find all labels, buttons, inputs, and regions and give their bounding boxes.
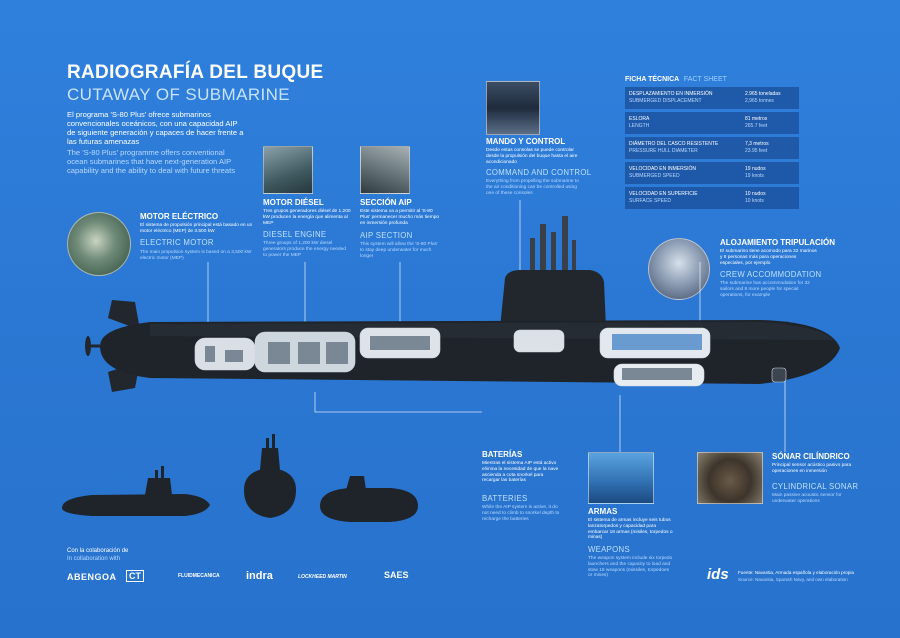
fact-value-en: 2,965 tonnes	[745, 98, 774, 104]
command-control-title: MANDO Y CONTROL	[486, 137, 566, 146]
fact-value-en: 23.95 feet	[745, 148, 768, 154]
crew-accommodation-title-en: CREW ACCOMMODATION	[720, 270, 822, 279]
page-subtitle: CUTAWAY OF SUBMARINE	[67, 85, 291, 104]
fact-label-en: SUBMERGED DISPLACEMENT	[629, 98, 702, 104]
logo-saes: SAES	[384, 570, 409, 580]
fact-value-en: 10 knots	[745, 198, 764, 204]
fact-value-es: 81 metros	[745, 116, 768, 122]
front-silhouette	[244, 468, 296, 518]
weapons-body-es: El sistema de armas incluye seis tubos l…	[588, 518, 673, 541]
command-control-title-en: COMMAND AND CONTROL	[486, 168, 592, 177]
conning-tower	[500, 270, 606, 328]
diesel-engine-title: MOTOR DIÉSEL	[263, 198, 324, 207]
command-control-body-es: Desde estas consolas se puede controlar …	[486, 148, 578, 165]
batteries-body-es: Mientras el sistema AIP está activo elim…	[482, 461, 559, 484]
batteries-title-en: BATTERIES	[482, 494, 528, 503]
fact-sheet-title-es: FICHA TÉCNICA	[625, 76, 679, 83]
command-control-body-en: Everything from propelling the submarine…	[486, 179, 579, 196]
upper-rudder	[108, 300, 140, 330]
page-title: RADIOGRAFÍA DEL BUQUE	[67, 62, 324, 83]
aip-section-body-es: Este sistema va a permitir al 'S-80 Plus…	[360, 209, 440, 226]
cylindrical-sonar-title: SÓNAR CILÍNDRICO	[772, 452, 850, 461]
fact-label-es: ESLORA	[629, 116, 650, 122]
crew-accommodation-title: ALOJAMIENTO TRIPULACIÓN	[720, 238, 835, 247]
credit-es: Fuente: Navantia, Armada española y elab…	[738, 570, 854, 575]
batteries-title: BATERÍAS	[482, 450, 523, 459]
logo-ct: CT	[126, 570, 144, 582]
weapons-title: ARMAS	[588, 507, 618, 516]
cutaway-command-control	[513, 329, 565, 353]
cylindrical-sonar-title-en: CYLINDRICAL SONAR	[772, 482, 859, 491]
fact-label-es: DIÁMETRO DEL CASCO RESISTENTE	[629, 141, 719, 147]
credit-en: Source: Navantia, Spanish Navy, and own …	[738, 577, 848, 582]
fact-value-es: 19 nudos	[745, 166, 766, 172]
fact-label-en: LENGTH	[629, 123, 650, 129]
fact-value-en: 19 knots	[745, 173, 764, 179]
logo-fluidmecanica: FLUIDMECANICA	[178, 573, 220, 579]
logo-lockheed-martin: LOCKHEED MARTIN	[298, 574, 347, 580]
aip-section-title: SECCIÓN AIP	[360, 198, 412, 207]
mast-3	[551, 232, 556, 274]
fact-label-en: PRESSURE HULL DIAMETER	[629, 148, 698, 154]
fact-value-es: 2.965 toneladas	[745, 91, 781, 97]
electric-motor-title-en: ELECTRIC MOTOR	[140, 238, 214, 247]
electric-motor-body-en: The main propulsion system is based on a…	[140, 250, 252, 261]
electric-motor-body-es: El sistema de propulsión principal está …	[140, 223, 253, 234]
aip-section-photo	[360, 146, 410, 194]
cutaway-sonar	[771, 367, 787, 383]
mast-1	[530, 238, 535, 274]
weapons-body-en: The weapon system include six torpedo la…	[588, 556, 673, 579]
side-silhouette	[62, 494, 210, 516]
collaboration-label-es: Con la colaboración de	[67, 548, 129, 554]
fact-label-en: SUBMERGED SPEED	[629, 173, 680, 179]
command-control-photo	[486, 81, 540, 135]
cylindrical-sonar-photo	[697, 452, 763, 504]
fact-label-es: VELOCIDAD EN INMERSIÓN	[629, 166, 696, 172]
cylindrical-sonar-body-es: Principal sensor acústico pasivo para op…	[772, 463, 852, 474]
weapons-photo	[588, 452, 654, 504]
fact-value-es: 10 nudos	[745, 191, 766, 197]
fact-label-es: VELOCIDAD EN SUPERFICIE	[629, 191, 698, 197]
fact-value-es: 7,3 metros	[745, 141, 769, 147]
leader-line-batteries	[314, 392, 482, 413]
fact-sheet: FICHA TÉCNICA FACT SHEET DESPLAZAMIENTO …	[625, 76, 805, 217]
mast-2	[540, 224, 546, 274]
mast-4	[562, 216, 568, 274]
batteries-body-en: While the AIP system is active, it do no…	[482, 505, 560, 522]
cylindrical-sonar-body-en: Main passive acoustic sensor for underwa…	[772, 493, 842, 504]
logo-abengoa: ABENGOA	[67, 572, 117, 582]
fact-value-en: 265.7 feet	[745, 123, 768, 129]
electric-motor-photo	[67, 212, 131, 276]
diesel-engine-body-es: Tres grupos generadores diésel de 1.200 …	[263, 209, 351, 226]
diesel-engine-title-en: DIESEL ENGINE	[263, 230, 327, 239]
crew-accommodation-body-es: El submarino tiene acomodo para 32 marin…	[720, 249, 817, 266]
intro-text-es: El programa 'S-80 Plus' ofrece submarino…	[67, 110, 244, 146]
mast-5	[572, 240, 576, 274]
logo-indra: indra	[246, 570, 273, 582]
diesel-engine-body-en: Three groups of 1,200 kW diesel generato…	[263, 241, 346, 258]
aip-section-title-en: AIP SECTION	[360, 231, 413, 240]
intro-text-en: The 'S-80 Plus' programme offers convent…	[67, 148, 236, 175]
fact-sheet-title-en: FACT SHEET	[683, 76, 727, 83]
logo-ids: ids	[707, 566, 729, 583]
aip-section-body-en: This system will allow the 'S-80 Plus' t…	[360, 242, 438, 259]
weapons-title-en: WEAPONS	[588, 545, 630, 554]
crew-accommodation-body-en: The submarine has accommodation for 32 s…	[720, 281, 810, 298]
fact-label-en: SURFACE SPEED	[629, 198, 671, 204]
electric-motor-title: MOTOR ELÉCTRICO	[140, 212, 219, 221]
diesel-engine-photo	[263, 146, 313, 194]
rear-silhouette	[320, 488, 418, 522]
collaboration-label-en: In collaboration with	[67, 556, 121, 562]
fact-label-es: DESPLAZAMIENTO EN INMERSIÓN	[629, 91, 713, 97]
